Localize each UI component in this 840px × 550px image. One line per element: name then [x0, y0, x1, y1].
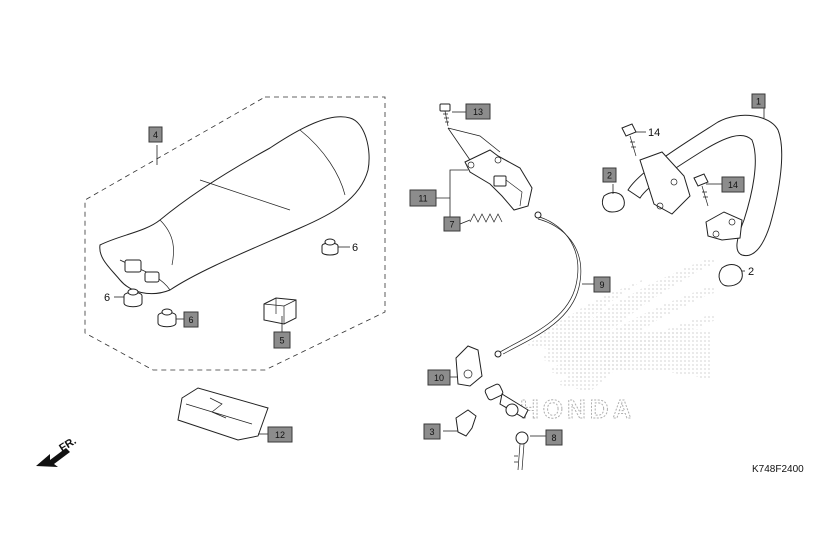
svg-text:8: 8	[551, 433, 556, 443]
callout-6: 6	[183, 311, 199, 328]
seat-clip-part	[263, 297, 297, 325]
leader-lines	[114, 108, 765, 437]
callout-5: 5	[273, 331, 291, 349]
svg-text:2: 2	[607, 171, 612, 181]
label-6-plain-b: 6	[104, 292, 110, 304]
callout-12: 12	[267, 426, 293, 443]
front-direction-label: FR.	[57, 435, 78, 455]
honda-watermark-text: HONDA	[520, 394, 635, 424]
svg-text:9: 9	[599, 280, 604, 290]
bolt-13-part	[439, 103, 451, 127]
seat-lock-cable-part	[494, 211, 582, 358]
rubber-cushion-a	[321, 238, 339, 256]
label-6-plain-a: 6	[352, 242, 358, 254]
diagram-code: K748F2400	[752, 464, 804, 475]
svg-text:3: 3	[429, 427, 434, 437]
label-14-plain: 14	[648, 127, 660, 139]
bolt-14-part-a	[621, 123, 637, 157]
rubber-cushion-c	[157, 308, 177, 328]
svg-text:6: 6	[188, 315, 193, 325]
seat-latch-hook-part	[464, 149, 533, 211]
callout-2: 2	[602, 167, 617, 183]
rubber-cushion-b	[123, 288, 143, 308]
callout-1: 1	[751, 93, 766, 109]
svg-text:12: 12	[275, 430, 285, 440]
callout-9: 9	[593, 276, 611, 293]
callout-7: 7	[443, 216, 461, 232]
owners-manual-part	[177, 387, 269, 441]
front-direction-arrow	[36, 448, 70, 467]
svg-text:10: 10	[434, 373, 444, 383]
callout-13: 13	[465, 103, 491, 120]
callout-14: 14	[721, 176, 745, 193]
svg-text:14: 14	[728, 180, 738, 190]
callout-8: 8	[545, 429, 563, 446]
svg-text:1: 1	[756, 97, 761, 107]
callout-11: 11	[409, 189, 437, 207]
callout-4: 4	[148, 126, 163, 143]
cap-part-a	[601, 192, 625, 213]
svg-text:11: 11	[418, 194, 427, 204]
seat-part	[99, 116, 370, 295]
callout-10: 10	[427, 369, 451, 386]
lock-clip-part	[455, 409, 477, 437]
svg-text:13: 13	[473, 107, 483, 117]
bolt-14-part-b	[693, 173, 709, 207]
seat-lock-part	[484, 383, 529, 471]
svg-text:7: 7	[449, 220, 454, 230]
label-2-plain: 2	[748, 266, 754, 278]
svg-text:5: 5	[279, 336, 284, 346]
grab-rail-part	[627, 114, 783, 257]
cap-part-b	[718, 264, 743, 287]
cable-holder-part	[455, 345, 483, 387]
svg-text:4: 4	[153, 130, 158, 140]
seat-group-frame	[84, 96, 386, 371]
callout-3: 3	[423, 423, 441, 440]
honda-wing-watermark	[528, 258, 716, 392]
latch-spring-part	[469, 213, 503, 223]
